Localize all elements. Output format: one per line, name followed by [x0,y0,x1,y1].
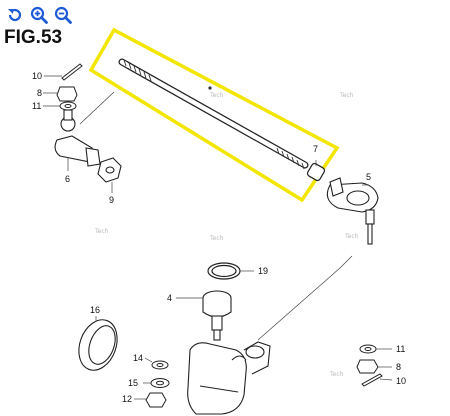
callout-8-right: 8 [396,362,401,372]
washer-14[interactable] [151,360,169,370]
zoom-in-icon[interactable] [28,4,50,26]
tie-rod[interactable] [118,58,326,182]
nut-12[interactable] [145,392,167,408]
snap-ring[interactable] [207,262,241,280]
callout-19: 19 [258,266,268,276]
callout-16: 16 [90,305,100,315]
zoom-out-icon[interactable] [52,4,74,26]
svg-text:Tech: Tech [329,371,344,378]
washer-right[interactable] [359,344,377,354]
nut-9[interactable] [97,157,122,183]
callout-15: 15 [128,378,138,388]
callout-12: 12 [122,394,132,404]
callout-8-left: 8 [37,88,42,98]
cotter-pin-right[interactable] [361,373,383,387]
washer-15[interactable] [150,378,170,388]
watermark-text: Tech Tech Tech Tech Tech Tech [94,92,359,378]
figure-title: FIG.53 [4,27,63,48]
callout-6: 6 [65,174,70,184]
svg-text:Tech: Tech [344,233,359,240]
oil-seal[interactable] [72,314,124,375]
castle-nut-left[interactable] [56,86,78,102]
callout-10-left: 10 [32,71,42,81]
svg-text:Tech: Tech [94,228,109,235]
callout-4: 4 [167,293,172,303]
highlight-box [88,27,340,203]
svg-text:Tech: Tech [209,235,224,242]
leader-lines [43,75,393,400]
toolbar [4,4,74,28]
ball-joint[interactable] [202,290,232,341]
callout-11-right: 11 [396,344,405,354]
callout-14: 14 [133,353,143,363]
svg-text:Tech: Tech [209,92,224,99]
washer-left[interactable] [59,101,77,111]
callout-9: 9 [109,195,114,205]
callout-5: 5 [366,172,371,182]
rotate-icon[interactable] [4,4,26,26]
svg-text:Tech: Tech [339,92,354,99]
castle-nut-right[interactable] [356,359,379,374]
tie-rod-end-left[interactable] [54,109,101,167]
callout-10-right: 10 [396,376,406,386]
callout-labels: 10 8 11 6 9 7 5 19 4 16 14 15 12 11 8 10 [32,71,406,404]
cotter-pin-left[interactable] [61,63,83,81]
steering-knuckle[interactable] [187,341,271,415]
callout-11-left: 11 [32,101,41,111]
tie-rod-end-right[interactable] [326,177,379,245]
callout-7: 7 [313,144,318,154]
